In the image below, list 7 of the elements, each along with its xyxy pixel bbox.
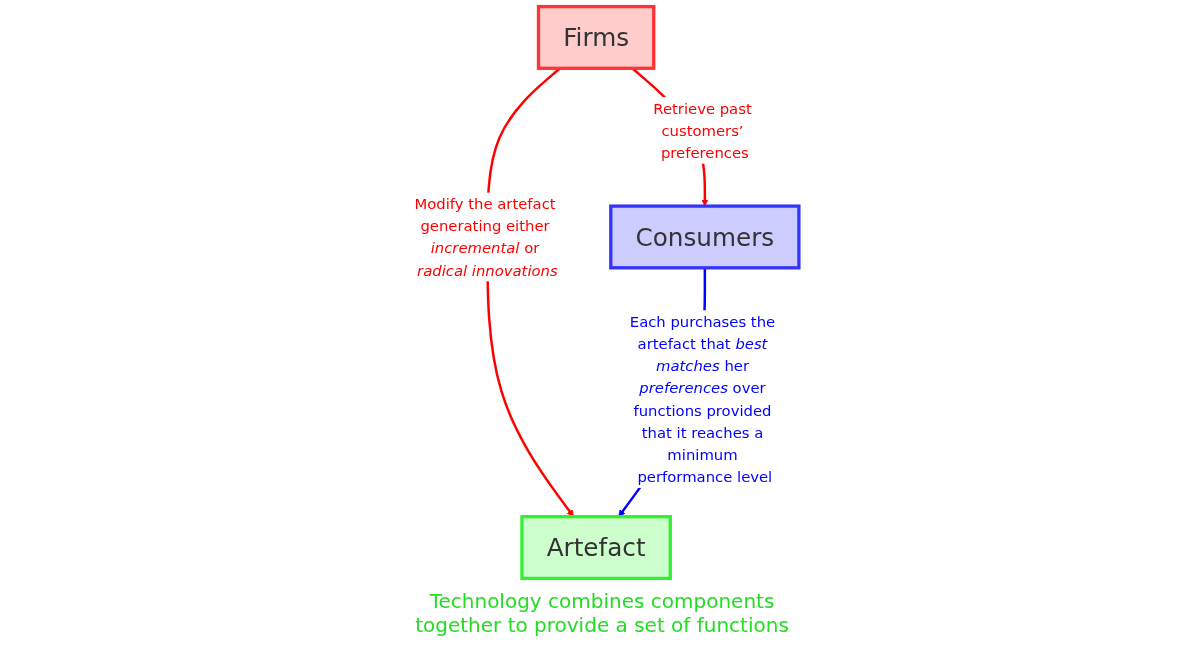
node-box: Consumers [609,204,801,270]
edge-label: Retrieve past customers’ preferences [653,99,752,162]
edge-label: Modify the artefact generating either incremental or radical innovations [414,195,558,279]
node-caption: Technology combines components together to provide a set of functions [414,588,790,639]
node-box: Artefact [520,515,672,581]
edge-label: Each purchases the artefact that best matches her preferences over functions provided that it reaches a minimum performance level [629,312,776,486]
node-box: Firms [536,4,656,70]
